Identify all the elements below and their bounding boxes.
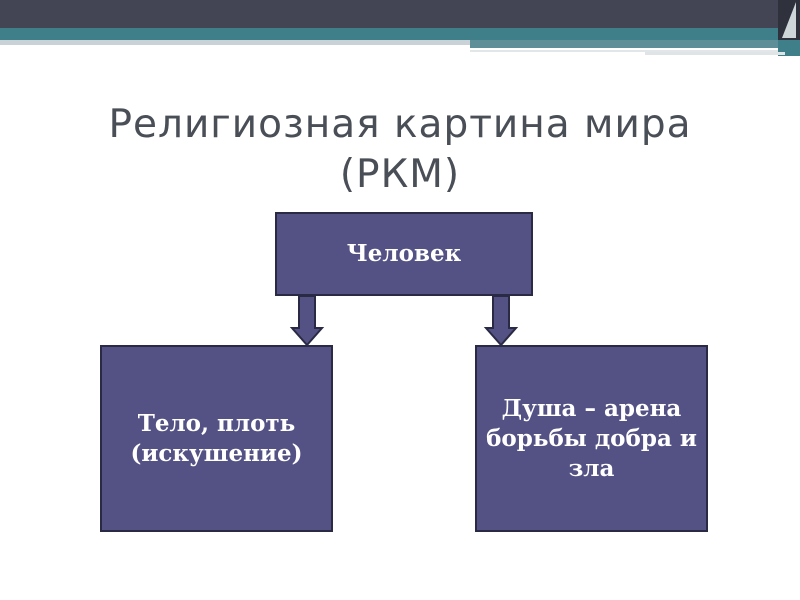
node-body: Тело, плоть (искушение) [100, 345, 333, 532]
arrow-top-to-left [289, 295, 325, 347]
header-bar-light [0, 40, 470, 45]
header-bar-teal-secondary [470, 40, 778, 48]
header-thin-line-2 [645, 52, 785, 55]
node-soul-label: Душа – арена борьбы добра и зла [486, 394, 697, 482]
slide-title-line-1: Религиозная картина мира [108, 102, 692, 147]
arrow-top-to-right [483, 295, 519, 347]
node-person: Человек [275, 212, 533, 296]
header-bar-dark [0, 0, 778, 28]
slide-title-line-2: (РКМ) [339, 152, 461, 197]
node-body-label: Тело, плоть (искушение) [130, 409, 303, 467]
header-bar-teal [0, 28, 778, 40]
node-person-label: Человек [346, 240, 462, 267]
header-thin-line [470, 50, 778, 52]
slide-title: Религиозная картина мира (РКМ) [60, 100, 740, 200]
page-fold-corner [782, 2, 796, 38]
node-soul: Душа – арена борьбы добра и зла [475, 345, 708, 532]
